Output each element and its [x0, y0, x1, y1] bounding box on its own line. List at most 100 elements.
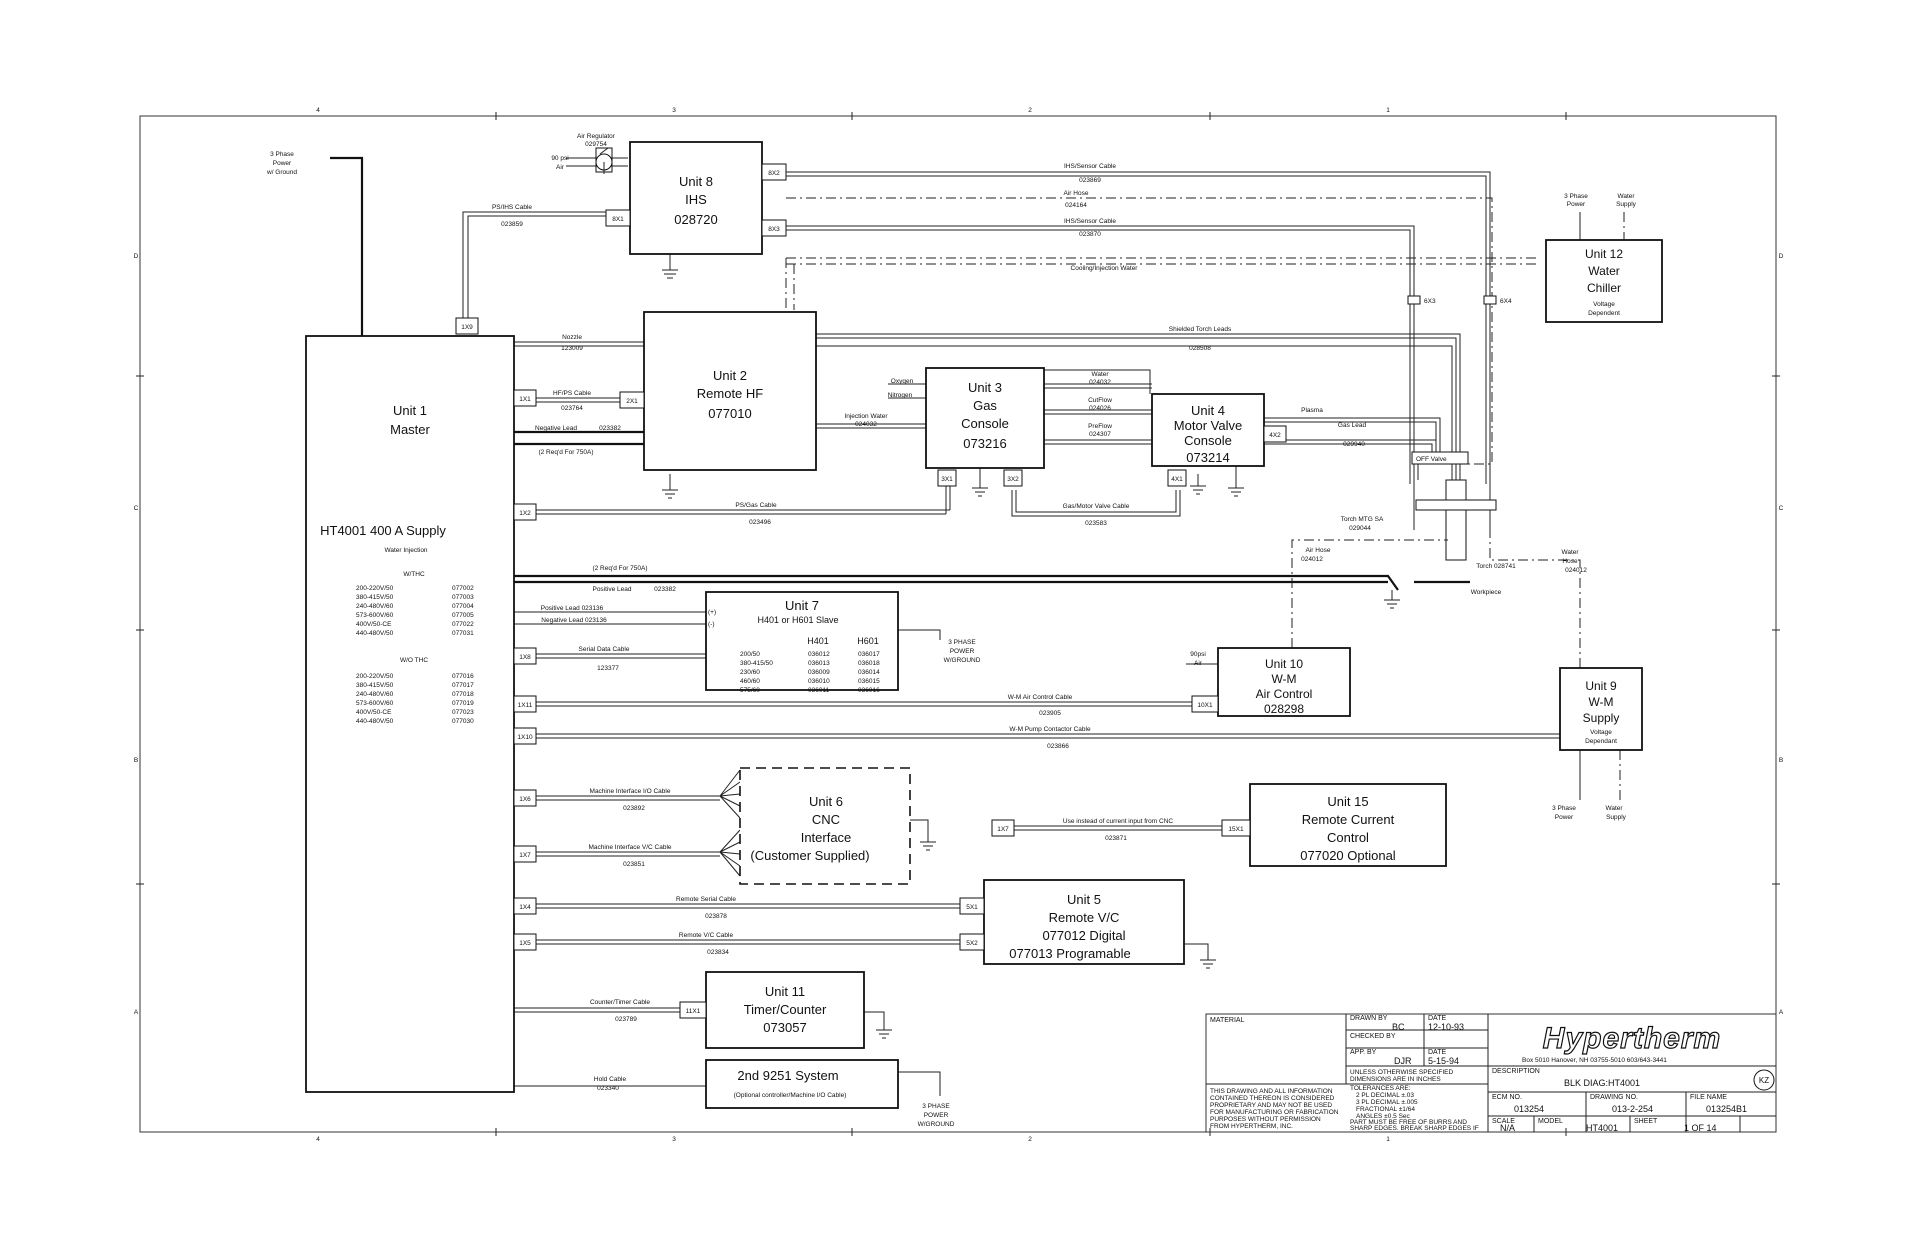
- svg-text:Power: Power: [1567, 201, 1586, 208]
- svg-text:024032: 024032: [1089, 379, 1111, 386]
- svg-text:023382: 023382: [654, 586, 676, 593]
- svg-text:Gas/Motor Valve Cable: Gas/Motor Valve Cable: [1063, 503, 1130, 510]
- unit12-name2: Chiller: [1587, 281, 1621, 295]
- unit5-remote-vc-box: [983, 879, 1185, 965]
- svg-text:023789: 023789: [615, 1016, 637, 1023]
- tb-address: Box 5010 Hanover, NH 03755-5010 603/643-…: [1522, 1057, 1667, 1064]
- unit6-cnc-interface-box: [739, 767, 911, 885]
- svg-text:CutFlow: CutFlow: [1088, 397, 1112, 404]
- svg-text:W-M Air Control Cable: W-M Air Control Cable: [1008, 694, 1073, 701]
- svg-text:023866: 023866: [1047, 743, 1069, 750]
- svg-text:Plasma: Plasma: [1301, 407, 1323, 414]
- svg-text:4X1: 4X1: [1171, 476, 1183, 483]
- svg-text:240-480V/60: 240-480V/60: [356, 691, 394, 698]
- unit5-digital: 077012 Digital: [1042, 928, 1125, 943]
- svg-text:1X7: 1X7: [519, 852, 531, 859]
- svg-text:2 PL DECIMAL ±.03: 2 PL DECIMAL ±.03: [1356, 1092, 1414, 1099]
- svg-text:(-): (-): [708, 621, 715, 628]
- unit4-name1: Motor Valve: [1174, 418, 1242, 433]
- unit15-name1: Remote Current: [1302, 812, 1395, 827]
- svg-text:024012: 024012: [1565, 567, 1587, 574]
- tb-drawn-by-value: BC: [1392, 1022, 1405, 1032]
- frame-tick-bottom-4: 4: [316, 1136, 320, 1143]
- svg-text:1X1: 1X1: [519, 396, 531, 403]
- second-9251-title: 2nd 9251 System: [737, 1068, 838, 1083]
- svg-text:5X2: 5X2: [966, 940, 978, 947]
- svg-text:3 PHASE: 3 PHASE: [922, 1103, 950, 1110]
- svg-text:024012: 024012: [1301, 556, 1323, 563]
- connectors: [455, 163, 1497, 1019]
- svg-text:Oxygen: Oxygen: [891, 378, 914, 385]
- unit10-wm-air-control-box: [1217, 647, 1351, 717]
- svg-text:230/60: 230/60: [740, 669, 760, 676]
- svg-text:Gas Lead: Gas Lead: [1338, 422, 1367, 429]
- svg-text:029044: 029044: [1349, 525, 1371, 532]
- unit6-interface: Interface: [801, 830, 852, 845]
- frame-tick-right-C: C: [1779, 505, 1784, 512]
- svg-text:Nozzle: Nozzle: [562, 334, 582, 341]
- svg-text:(2 Req'd For 750A): (2 Req'd For 750A): [538, 449, 593, 456]
- torch-body: [1445, 479, 1467, 561]
- svg-text:8X2: 8X2: [768, 170, 780, 177]
- unit10-name2: Air Control: [1256, 687, 1313, 701]
- unit5-programable: 077013 Programable: [1009, 946, 1130, 961]
- tb-date2: DATE: [1428, 1049, 1446, 1056]
- svg-text:Water: Water: [1605, 805, 1623, 812]
- unit6-customer: (Customer Supplied): [750, 848, 869, 863]
- svg-text:THIS DRAWING AND ALL INFORMATI: THIS DRAWING AND ALL INFORMATION: [1210, 1088, 1333, 1095]
- svg-text:UNLESS OTHERWISE SPECIFIED: UNLESS OTHERWISE SPECIFIED: [1350, 1069, 1453, 1076]
- svg-text:024032: 024032: [855, 421, 877, 428]
- svg-text:023859: 023859: [501, 221, 523, 228]
- svg-text:Serial Data Cable: Serial Data Cable: [579, 646, 630, 653]
- unit7-slave-box: [705, 591, 899, 691]
- svg-text:440-480V/50: 440-480V/50: [356, 630, 394, 637]
- svg-text:Negative Lead 023136: Negative Lead 023136: [541, 617, 607, 624]
- svg-text:380-415V/50: 380-415V/50: [356, 682, 394, 689]
- svg-text:1X7: 1X7: [997, 826, 1009, 833]
- frame-tick-bottom-3: 3: [672, 1136, 676, 1143]
- unit8-name: IHS: [685, 192, 707, 207]
- frame-tick-left-D: D: [134, 253, 139, 260]
- unit1-wothc-title: W/O THC: [400, 657, 428, 664]
- svg-text:023878: 023878: [705, 913, 727, 920]
- svg-text:PS/Gas Cable: PS/Gas Cable: [735, 502, 777, 509]
- svg-text:FROM HYPERTHERM, INC.: FROM HYPERTHERM, INC.: [1210, 1123, 1293, 1130]
- svg-text:023764: 023764: [561, 405, 583, 412]
- unit3-name1: Gas: [973, 398, 997, 413]
- svg-text:Water: Water: [1617, 193, 1635, 200]
- tb-drawing-label: DRAWING NO.: [1590, 1094, 1638, 1101]
- svg-text:(+): (+): [708, 609, 716, 616]
- frame-tick-top-3: 3: [672, 107, 676, 114]
- svg-text:023851: 023851: [623, 861, 645, 868]
- unit3-pn: 073216: [963, 436, 1006, 451]
- svg-text:W/GROUND: W/GROUND: [918, 1121, 955, 1128]
- svg-text:Use instead of current input f: Use instead of current input from CNC: [1063, 818, 1173, 825]
- svg-text:029940: 029940: [1343, 441, 1365, 448]
- svg-text:024307: 024307: [1089, 431, 1111, 438]
- svg-text:440-480V/50: 440-480V/50: [356, 718, 394, 725]
- unit12-water-chiller-box: [1545, 239, 1663, 323]
- unit7-name: H401 or H601 Slave: [757, 615, 838, 625]
- svg-text:3 Phase: 3 Phase: [1552, 805, 1576, 812]
- svg-text:077031: 077031: [452, 630, 474, 637]
- unit11-timer-counter-box: [705, 971, 865, 1049]
- unit6-cnc: CNC: [812, 812, 840, 827]
- svg-text:380-415V/50: 380-415V/50: [356, 594, 394, 601]
- svg-text:077022: 077022: [452, 621, 474, 628]
- svg-text:028508: 028508: [1189, 345, 1211, 352]
- svg-text:036014: 036014: [858, 669, 880, 676]
- svg-text:240-480V/60: 240-480V/60: [356, 603, 394, 610]
- unit4-motor-valve-box: [1151, 393, 1265, 467]
- svg-text:Torch MTG SA: Torch MTG SA: [1341, 516, 1384, 523]
- unit12-voltage: Voltage: [1593, 301, 1615, 308]
- unit1-water-injection: Water Injection: [384, 547, 427, 554]
- svg-text:Air: Air: [1194, 660, 1203, 667]
- svg-text:IHS/Sensor Cable: IHS/Sensor Cable: [1064, 163, 1116, 170]
- svg-text:Power: Power: [273, 160, 292, 167]
- unit1-title: Unit 1: [393, 403, 427, 418]
- unit1-model: HT4001 400 A Supply: [320, 523, 446, 538]
- svg-text:PROPRIETARY AND MAY NOT BE USE: PROPRIETARY AND MAY NOT BE USED: [1210, 1102, 1332, 1109]
- svg-text:573-600V/60: 573-600V/60: [356, 700, 394, 707]
